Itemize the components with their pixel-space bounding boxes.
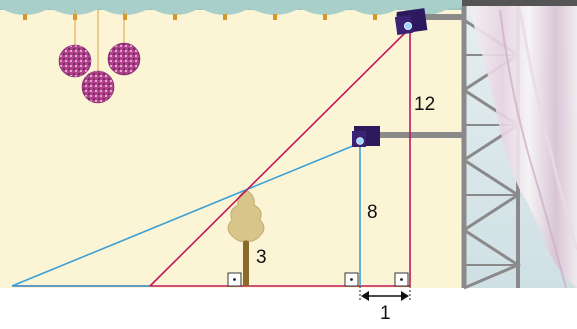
tree-icon [227, 189, 265, 286]
back-wall [0, 0, 462, 288]
light-spacing-label: 1 [380, 303, 391, 324]
floor [0, 288, 577, 324]
double-arrow-icon [361, 291, 409, 301]
curtain-icon [470, 6, 577, 288]
top-bar [462, 0, 577, 6]
blue-ray [11, 142, 361, 287]
low-light-height-label: 8 [367, 202, 378, 223]
lower-beam [375, 132, 464, 138]
upper-beam [396, 14, 464, 20]
curtain-fold [499, 9, 567, 289]
spotlight-icon [394, 8, 428, 36]
high-light-height-label: 12 [414, 94, 435, 115]
spotlight-icon [352, 126, 380, 147]
right-angle-icon [227, 272, 242, 287]
magenta-ray [149, 27, 411, 287]
disco-ball-icon [58, 10, 92, 78]
disco-ball-icon [81, 10, 115, 104]
right-angle-icon [394, 272, 409, 287]
curtain-fold [518, 9, 577, 251]
right-angle-icon [344, 272, 359, 287]
disco-ball-icon [107, 10, 141, 76]
tree-height-label: 3 [256, 247, 267, 268]
